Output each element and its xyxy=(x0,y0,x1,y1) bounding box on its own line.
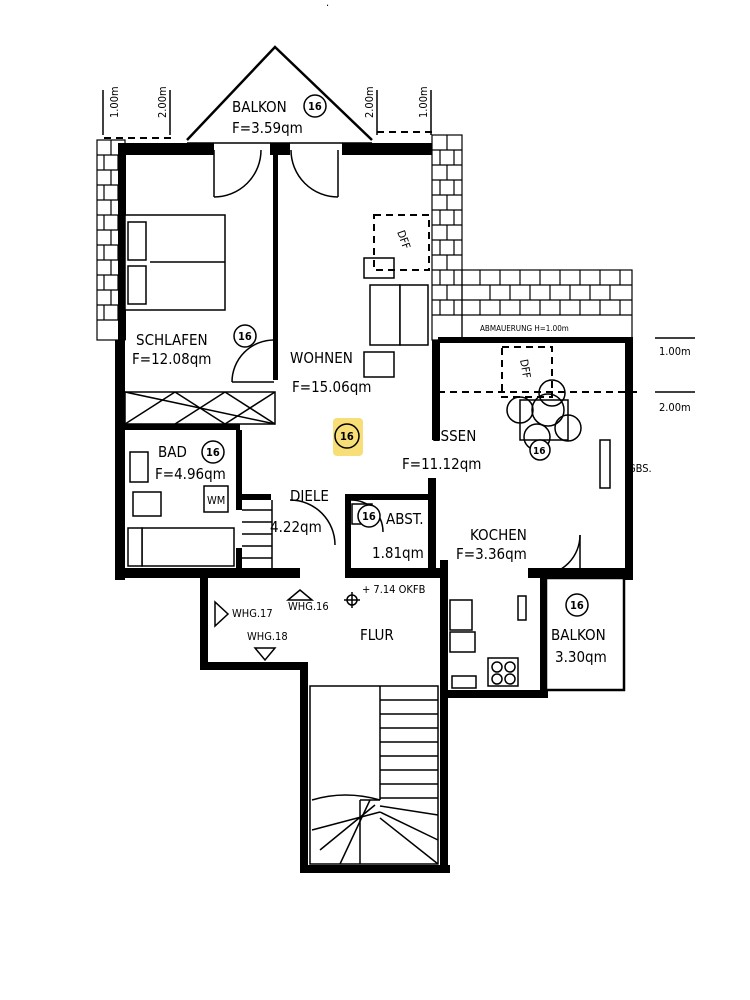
marker-schlafen: 16 xyxy=(238,330,252,343)
marker-bad: 16 xyxy=(206,446,220,459)
abmauerung-label: ABMAUERUNG H=1.00m xyxy=(480,324,569,333)
okfb-label: + 7.14 OKFB xyxy=(362,583,426,596)
marker-highlighted: 16 xyxy=(340,430,354,443)
flur-name: FLUR xyxy=(360,626,394,644)
marker-essen-table: 16 xyxy=(533,446,546,457)
bad-name: BAD xyxy=(158,443,187,461)
schlafen-name: SCHLAFEN xyxy=(136,331,208,349)
room-labels: BALKON F=3.59qm SCHLAFEN F=12.08qm WOHNE… xyxy=(132,98,652,666)
dim-side-lower: 2.00m xyxy=(659,401,691,414)
bad-area: F=4.96qm xyxy=(155,465,226,483)
wm-label: WM xyxy=(207,494,225,507)
doors xyxy=(213,149,581,576)
abst-name: ABST. xyxy=(386,510,424,528)
dim-side-upper: 1.00m xyxy=(659,345,691,358)
dff-label-essen: DFF xyxy=(517,358,533,379)
whg16-label: WHG.16 xyxy=(288,600,329,613)
abst-area: 1.81qm xyxy=(372,544,424,562)
whg17-label: WHG.17 xyxy=(232,607,273,620)
wohnen-name: WOHNEN xyxy=(290,349,353,367)
wohnen-area: F=15.06qm xyxy=(292,378,371,396)
whg18-label: WHG.18 xyxy=(247,630,288,643)
diele-area: 4.22qm xyxy=(270,518,322,536)
dim-right-outer: 1.00m xyxy=(417,86,430,118)
stray-mark: · xyxy=(326,0,329,12)
dff-label-wohnen: DFF xyxy=(394,229,413,252)
room-markers: 16 16 16 16 16 16 16 xyxy=(201,94,589,617)
diele-name: DIELE xyxy=(290,487,329,505)
dim-left-outer: 1.00m xyxy=(108,86,121,118)
dim-right-inner: 2.00m xyxy=(363,86,376,118)
dim-left-inner: 2.00m xyxy=(156,86,169,118)
balkon-top-area: F=3.59qm xyxy=(232,119,303,137)
marker-abst: 16 xyxy=(362,510,376,523)
whg-markers xyxy=(214,589,360,662)
kochen-name: KOCHEN xyxy=(470,526,527,544)
essen-name: ESSEN xyxy=(432,427,476,445)
kochen-area: F=3.36qm xyxy=(456,545,527,563)
gbs-label: GBS. xyxy=(628,462,652,475)
staircase xyxy=(309,685,439,865)
essen-area: F=11.12qm xyxy=(402,455,481,473)
marker-balkon-top: 16 xyxy=(308,100,322,113)
furniture: DFF DFF WM xyxy=(124,214,611,689)
balkon-top-name: BALKON xyxy=(232,98,287,116)
schlafen-area: F=12.08qm xyxy=(132,350,211,368)
balkon-right-name: BALKON xyxy=(551,626,606,644)
balkon-right-area: 3.30qm xyxy=(555,648,607,666)
roof-hatch-right xyxy=(431,134,463,341)
marker-balkon-right: 16 xyxy=(570,599,584,612)
